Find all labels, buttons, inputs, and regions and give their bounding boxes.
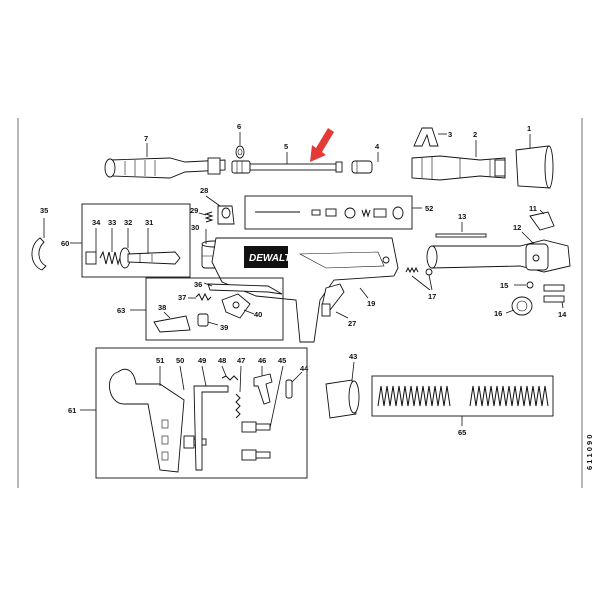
part-11-bracket [529,211,555,231]
callout-13: 13 [458,212,466,221]
callout-2: 2 [473,130,477,139]
callout-35: 35 [40,206,48,215]
callout-labels: 1 2 3 4 5 6 7 11 12 13 14 15 16 17 19 27… [40,122,567,437]
part-34-nut [85,251,97,265]
callout-39: 39 [220,323,228,332]
callout-32: 32 [124,218,132,227]
part-46-lever [253,373,273,405]
part-39-pin [197,313,209,327]
part-27-screw [321,283,345,317]
part-38-trigger [153,315,191,333]
callout-3: 3 [448,130,452,139]
callout-46: 46 [258,356,266,365]
callout-7: 7 [144,134,148,143]
callout-12: 12 [513,223,521,232]
part-16-cap [511,296,533,316]
part-65-springs [377,385,549,407]
part-17-pins [405,266,433,276]
callout-29: 29 [190,206,198,215]
part-47-spring [235,393,241,419]
part-33-spring [99,250,121,266]
part-6-ring [235,145,245,159]
callout-30: 30 [191,223,199,232]
callout-51: 51 [156,356,164,365]
part-1-nose-cap [515,145,554,189]
part-3-clip [413,127,439,147]
group-box-63 [145,277,284,341]
part-49-plate [193,385,229,471]
callout-27: 27 [348,319,356,328]
callout-40: 40 [254,310,262,319]
group-box-52 [244,195,413,230]
part-36-trigger-bar [207,283,283,295]
callout-34: 34 [92,218,101,227]
group-box-61 [95,347,308,479]
callout-6: 6 [237,122,241,131]
callout-38: 38 [158,303,166,312]
part-2-barrel [411,155,506,181]
part-51-grip [109,368,185,473]
brand-badge [244,246,288,268]
callout-33: 33 [108,218,116,227]
part-12-housing [426,239,571,273]
part-52-small-parts [255,206,404,220]
callout-15: 15 [500,281,508,290]
callout-44: 44 [300,364,309,373]
part-31-pin [127,251,181,265]
callout-43: 43 [349,352,357,361]
part-5-piston-rod [231,160,343,174]
corner-code: 6 1 1 0 9 0 [585,435,594,470]
callout-37: 37 [178,293,186,302]
part-15-ball [526,281,534,289]
part-43-buffer [325,379,360,419]
group-box-65 [371,375,554,417]
part-44-pin [285,379,293,399]
callout-45: 45 [278,356,286,365]
callout-61: 61 [68,406,76,415]
callout-50: 50 [176,356,184,365]
brand-logo: DEWALT [249,253,291,264]
callout-19: 19 [367,299,375,308]
part-14-screws [543,284,565,303]
callout-31: 31 [145,218,153,227]
part-7-piston-body [104,157,226,179]
part-4-sleeve [351,160,373,174]
callout-60: 60 [61,239,69,248]
callout-5: 5 [284,142,288,151]
callout-11: 11 [529,204,537,213]
part-37-spring [195,292,212,302]
part-45-screws [241,421,271,461]
red-pointer-arrow [310,128,334,162]
callout-28: 28 [200,186,208,195]
part-28-latch [217,205,235,225]
group-box-60 [81,203,191,278]
callout-63: 63 [117,306,125,315]
callout-65: 65 [458,428,466,437]
part-48-spring [221,375,239,381]
callout-47: 47 [237,356,245,365]
callout-1: 1 [527,124,531,133]
part-29-spring [204,211,214,223]
part-13-rod [435,233,487,238]
part-35-snap-ring [31,237,47,271]
callout-14: 14 [558,310,567,319]
part-40-lever [221,293,251,319]
callout-17: 17 [428,292,436,301]
callout-49: 49 [198,356,206,365]
callout-4: 4 [375,142,380,151]
callout-16: 16 [494,309,502,318]
part-19-tool-body: DEWALT [211,237,399,343]
callout-48: 48 [218,356,226,365]
callout-36: 36 [194,280,202,289]
callout-52: 52 [425,204,433,213]
